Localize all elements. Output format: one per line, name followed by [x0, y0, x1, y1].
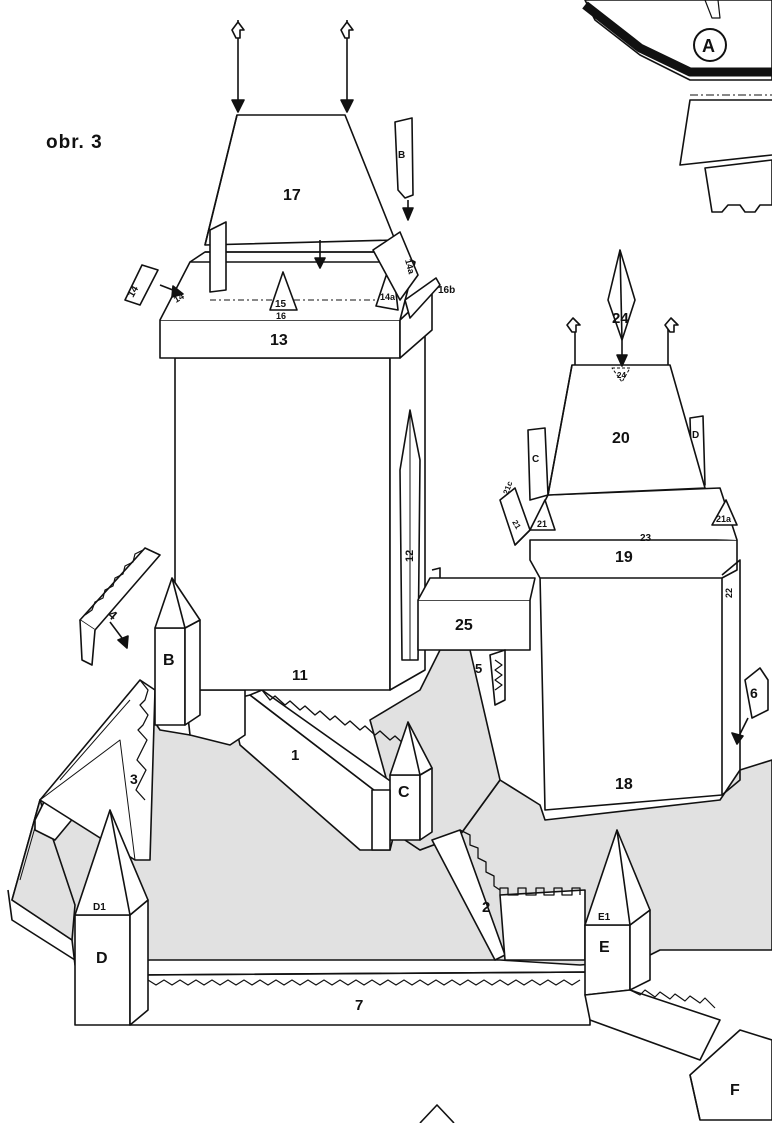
label-21a: 21a — [716, 514, 732, 524]
label-16b: 16b — [438, 285, 455, 296]
label-F: F — [730, 1082, 740, 1099]
label-18: 18 — [615, 776, 633, 793]
label-1: 1 — [291, 747, 299, 764]
bottom-arrow-icon — [419, 1104, 455, 1123]
label-14a: 14a — [380, 292, 396, 302]
wall-part-7 — [129, 971, 591, 1026]
label-14: 14 — [172, 291, 186, 305]
label-A: A — [702, 36, 715, 56]
label-C: C — [398, 784, 410, 801]
label-15: 15 — [275, 299, 287, 310]
tower-B — [154, 577, 201, 726]
label-D1: D1 — [93, 902, 106, 913]
wall-part-5 — [489, 649, 506, 706]
bridge-25 — [417, 567, 536, 651]
label-20: 20 — [612, 430, 630, 447]
label-2: 2 — [482, 899, 490, 916]
tower-C — [371, 721, 433, 851]
label-D-tab: D — [692, 430, 699, 441]
label-14b-tab: 14a — [403, 258, 417, 276]
label-E: E — [599, 939, 610, 956]
label-25: 25 — [455, 617, 473, 634]
label-6: 6 — [750, 685, 758, 701]
label-7: 7 — [355, 997, 363, 1014]
wall-part-4 — [79, 547, 161, 666]
wall-part-3 — [39, 679, 156, 861]
figure-title: obr. 3 — [46, 132, 103, 153]
label-C-tab: C — [532, 454, 539, 465]
label-B-tab: B — [398, 150, 405, 161]
label-14-loose: 14 — [126, 284, 141, 300]
label-13: 13 — [270, 332, 288, 349]
label-5: 5 — [475, 661, 482, 676]
tower-E — [584, 829, 721, 1061]
label-17: 17 — [283, 187, 301, 204]
label-21: 21 — [537, 519, 547, 529]
label-19: 19 — [615, 549, 633, 566]
label-B: B — [163, 652, 175, 669]
label-11: 11 — [292, 667, 308, 684]
main-tower — [124, 20, 441, 691]
label-24: 24 — [612, 310, 629, 327]
right-tower — [499, 249, 769, 811]
label-22: 22 — [724, 588, 734, 598]
label-24-small: 24 — [617, 371, 626, 380]
wall-part-2 — [431, 829, 586, 961]
tower-F — [689, 1029, 772, 1121]
label-16: 16 — [276, 311, 286, 321]
label-21c: 21c — [501, 480, 514, 496]
label-23: 23 — [640, 533, 652, 544]
piece-A — [582, 0, 772, 213]
tower-D — [74, 809, 149, 1026]
label-3: 3 — [130, 771, 138, 787]
label-D: D — [96, 950, 108, 967]
label-E1: E1 — [598, 912, 611, 923]
label-12: 12 — [404, 550, 416, 562]
